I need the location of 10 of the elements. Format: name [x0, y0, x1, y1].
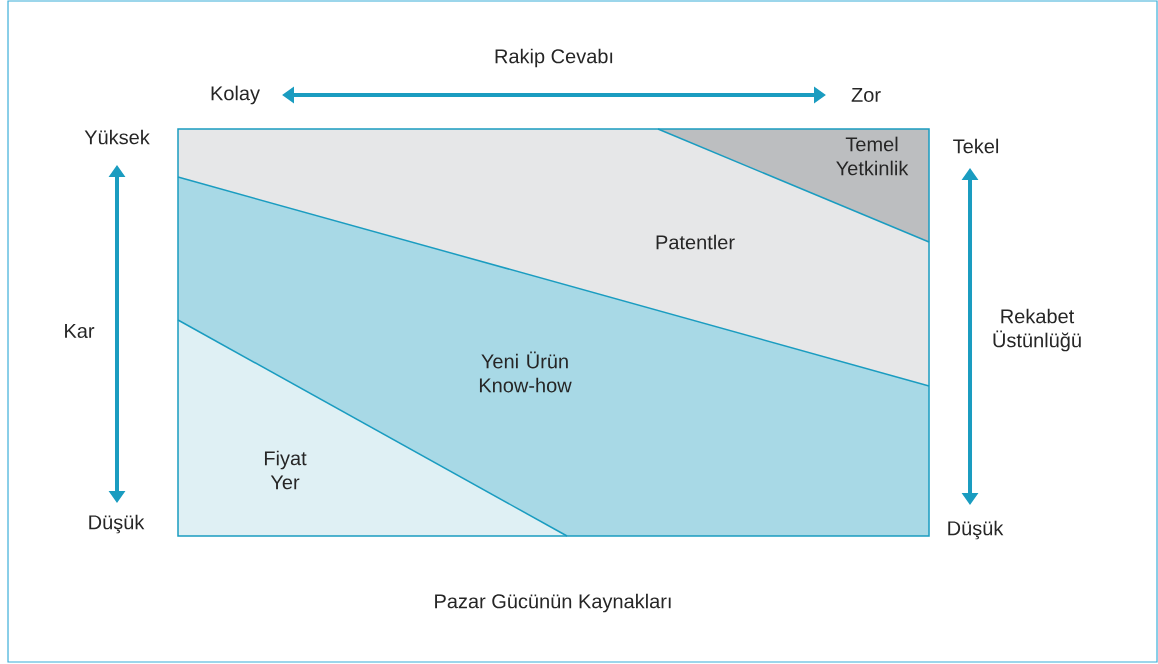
- caption: Pazar Gücünün Kaynakları: [435, 593, 671, 613]
- axis-label: Zor: [851, 88, 881, 102]
- axis-label: Rekabet Üstünlüğü: [993, 308, 1081, 352]
- axis-label: Yüksek: [84, 129, 150, 145]
- axis-label: Kar: [65, 324, 95, 338]
- axis-label: Kolay: [211, 85, 260, 105]
- axis-label: Düşük: [89, 514, 145, 534]
- axis-label: Rakip Cevabı: [495, 48, 613, 68]
- axis-label: Düşük: [948, 520, 1004, 540]
- axis-label: Tekel: [953, 138, 999, 154]
